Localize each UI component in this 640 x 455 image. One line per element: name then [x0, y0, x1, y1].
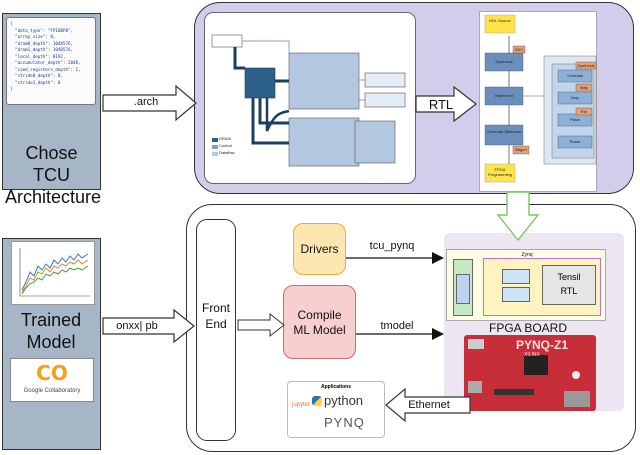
fpga-flow-card: HDL Source XDC Synthesis Implement Gener… [479, 11, 597, 192]
fpga-board-image: PYNQ-Z1 XILINX [464, 335, 596, 411]
trained-model-panel: Trained Model CO Google Collaboratory [2, 238, 101, 450]
code-line: { [10, 21, 13, 26]
tcu-architecture-panel: { "data_type": "FP16BP8", "array_size": … [2, 13, 101, 207]
legend-label: Dataflow [219, 150, 235, 155]
ethernet-label: Ethernet [408, 399, 450, 411]
code-line: "stride0_depth": 8, [10, 73, 63, 78]
flow-step-generate: Generate Bitstream [486, 129, 522, 134]
code-line: "local_depth": 8192, [10, 53, 66, 59]
compile-model-box [283, 285, 356, 359]
fpga-board-label: FPGA BOARD [488, 321, 568, 335]
legend-label: Control [219, 143, 232, 148]
flow-substep: Route [569, 139, 581, 144]
applications-title: Applications [320, 384, 351, 390]
zynq-label: Zynq [521, 252, 533, 258]
flow-side-tag: Map [580, 85, 588, 90]
flow-tag-bitgen: Bitgen [515, 147, 527, 152]
flow-step-synthesis: Synthesis [495, 59, 513, 64]
down-green-arrow [496, 191, 540, 242]
code-line: "accumulator_depth": 2048, [10, 60, 81, 65]
tensil-rtl-label: RTL [560, 286, 578, 296]
legend-label: DRAM [219, 136, 231, 141]
front-end-box [196, 219, 236, 441]
ps-block [453, 259, 473, 316]
pl-block: Tensil RTL [483, 258, 601, 316]
rtl-label: RTL [428, 97, 454, 112]
pynq-logo: PYNQ [324, 415, 365, 430]
arch-json-card: { "data_type": "FP16BP8", "array_size": … [6, 17, 96, 105]
code-line: "dram0_depth": 1048576, [10, 40, 74, 46]
code-line: "dram1_depth": 1048576, [10, 47, 74, 52]
colab-label: Google Collaboratory [23, 388, 81, 394]
jupyter-logo: jupyter [292, 402, 311, 408]
dma-block [502, 287, 530, 302]
training-plot-svg [19, 248, 90, 297]
colab-card: CO Google Collaboratory [10, 358, 94, 402]
flow-step-source: HDL Source [489, 18, 511, 23]
fpga-flow-svg [484, 14, 597, 183]
tmodel-arrowhead [432, 328, 444, 340]
tcu-pynq-label: tcu_pynq [369, 240, 415, 252]
code-line: "stride1_depth": 8 [10, 79, 61, 85]
board-brand: PYNQ-Z1 [516, 338, 569, 352]
onnx-label: onxx| pb [116, 320, 158, 332]
flow-step-implement: Implement [494, 93, 514, 98]
tensil-label: Tensil [557, 272, 581, 282]
python-logo: python [324, 393, 364, 408]
ethernet-arrow [385, 387, 471, 423]
architecture-diagram-svg [211, 34, 406, 167]
axi-block [502, 269, 530, 284]
applications-card: Applications jupyter python PYNQ [287, 381, 385, 438]
flow-step-program: FPGA Programming [487, 167, 512, 177]
flow-substep: Map [571, 95, 579, 100]
flow-tag-xdc: XDC [514, 47, 524, 52]
flow-side-tag: Par [580, 109, 588, 114]
compile-model-label: Compile ML Model [293, 308, 346, 337]
tcu-pynq-arrowhead [432, 252, 444, 264]
flow-side-tag: Synthesis [577, 63, 595, 68]
drivers-box [293, 223, 346, 275]
code-line: "data_type": "FP16BP8", [10, 27, 74, 33]
onnx-arrow [102, 308, 195, 344]
zynq-block: Zynq Tensil RTL [446, 249, 606, 321]
colab-logo-icon: CO [36, 361, 68, 385]
training-plot [11, 241, 95, 305]
front-end-label: Front End [201, 301, 230, 331]
flow-substep: Place [569, 117, 580, 122]
arch-arrow [102, 84, 197, 122]
rtl-arrow [415, 85, 477, 123]
architecture-diagram-card: DRAM Control Dataflow [204, 12, 416, 184]
drivers-label: Drivers [300, 242, 339, 256]
board-vendor: XILINX [524, 352, 540, 358]
trained-panel-title: Trained Model [20, 310, 82, 352]
tcu-panel-title: Chose TCU Architecture [5, 143, 102, 207]
tmodel-label: tmodel [380, 320, 414, 332]
code-line: "array_size": 8, [10, 34, 56, 39]
flow-substep: Translate [566, 73, 584, 78]
front-to-compile-arrow [237, 312, 285, 338]
arch-label: .arch [133, 96, 159, 108]
fpga-board-svg [468, 339, 590, 407]
code-line: "simd_registers_depth": 1, [10, 66, 81, 72]
ps-inner [456, 274, 470, 304]
code-line: } [10, 86, 13, 91]
python-icon [312, 396, 322, 406]
tensil-block: Tensil RTL [542, 265, 596, 305]
